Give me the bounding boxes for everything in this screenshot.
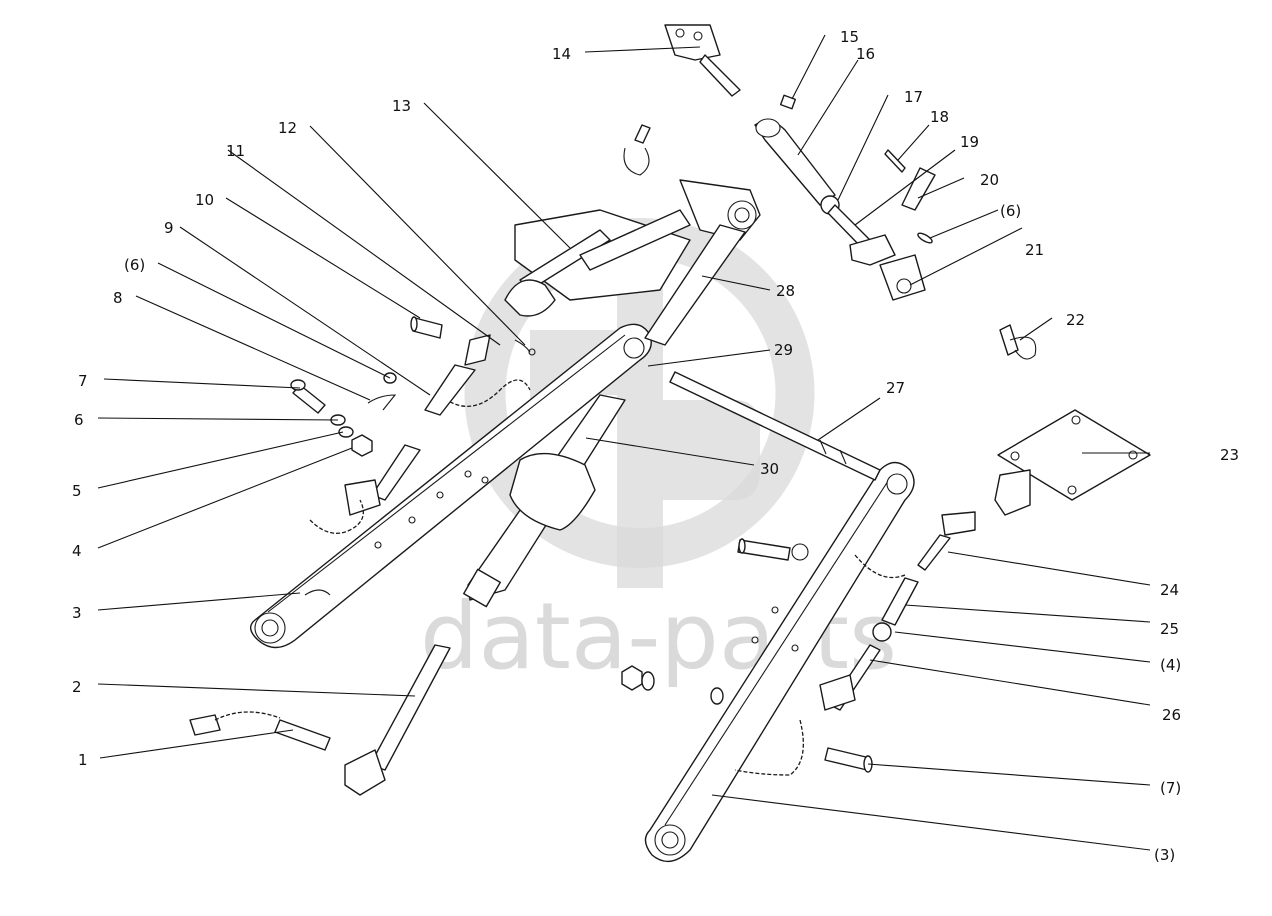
callout-10: 10	[195, 191, 214, 209]
washer-on-right-link	[710, 687, 724, 705]
callout-14: 14	[552, 45, 571, 63]
callout-4-paren: (4)	[1160, 656, 1181, 674]
callout-9: 9	[164, 219, 174, 237]
mounting-plate-23	[994, 409, 1151, 516]
leader-lines	[97, 34, 1151, 851]
callout-11: 11	[226, 142, 245, 160]
pin-7-right	[824, 747, 873, 773]
callout-3: 3	[72, 604, 82, 622]
callout-22: 22	[1066, 311, 1085, 329]
callout-6-paren-right: (6)	[1000, 202, 1021, 220]
nut-4	[351, 434, 373, 457]
washer-6-right	[917, 232, 933, 244]
callout-2: 2	[72, 678, 82, 696]
callout-21: 21	[1025, 241, 1044, 259]
top-link-assembly	[504, 179, 761, 317]
swivel-21	[879, 254, 926, 301]
callout-24: 24	[1160, 581, 1179, 599]
clip-12	[514, 339, 536, 356]
adjusting-tube-16	[754, 118, 836, 206]
callout-20: 20	[980, 171, 999, 189]
right-chain-assembly	[734, 554, 919, 776]
pin-7-left	[290, 379, 326, 414]
nut-washer-center	[621, 665, 655, 691]
check-chain-pin-24	[917, 511, 976, 571]
callout-5: 5	[72, 482, 82, 500]
callout-16: 16	[856, 45, 875, 63]
callout-8: 8	[113, 289, 123, 307]
callout-18: 18	[930, 108, 949, 126]
lynch-pin-22	[999, 324, 1037, 360]
cross-shaft	[669, 371, 881, 481]
lynch-pin-top	[623, 124, 651, 176]
washer-5	[338, 426, 354, 438]
callout-17: 17	[904, 88, 923, 106]
callout-7: 7	[78, 372, 88, 390]
pin-10	[410, 316, 443, 339]
callout-7-paren: (7)	[1160, 779, 1181, 797]
lynch-pin-1	[189, 711, 331, 751]
left-chain-assembly	[309, 334, 531, 534]
bracket-pin-14	[664, 24, 741, 97]
callout-30: 30	[760, 460, 779, 478]
callout-27: 27	[886, 379, 905, 397]
callout-15: 15	[840, 28, 859, 46]
pin-18	[884, 149, 906, 173]
clip-8	[367, 394, 397, 411]
callout-13: 13	[392, 97, 411, 115]
callout-labels: 1 2 3 4 5 6 7 8 (6) 9 10 11 12 13 14 15 …	[72, 28, 1239, 864]
callout-25: 25	[1160, 620, 1179, 638]
sleeve-20	[901, 167, 936, 211]
left-lower-link	[250, 323, 652, 649]
callout-6: 6	[74, 411, 84, 429]
callout-29: 29	[774, 341, 793, 359]
callout-23: 23	[1220, 446, 1239, 464]
callout-1: 1	[78, 751, 88, 769]
stabilizer-tube	[463, 394, 626, 608]
callout-12: 12	[278, 119, 297, 137]
threaded-rod-19	[827, 204, 896, 266]
right-lower-link	[644, 461, 915, 863]
hitch-pin-center	[737, 538, 809, 561]
callout-3-paren: (3)	[1154, 846, 1175, 864]
callout-28: 28	[776, 282, 795, 300]
lift-rod-2	[344, 644, 451, 796]
callout-19: 19	[960, 133, 979, 151]
callout-4: 4	[72, 542, 82, 560]
callout-6-paren: (6)	[124, 256, 145, 274]
upper-link-28	[644, 224, 746, 346]
callout-26: 26	[1162, 706, 1181, 724]
